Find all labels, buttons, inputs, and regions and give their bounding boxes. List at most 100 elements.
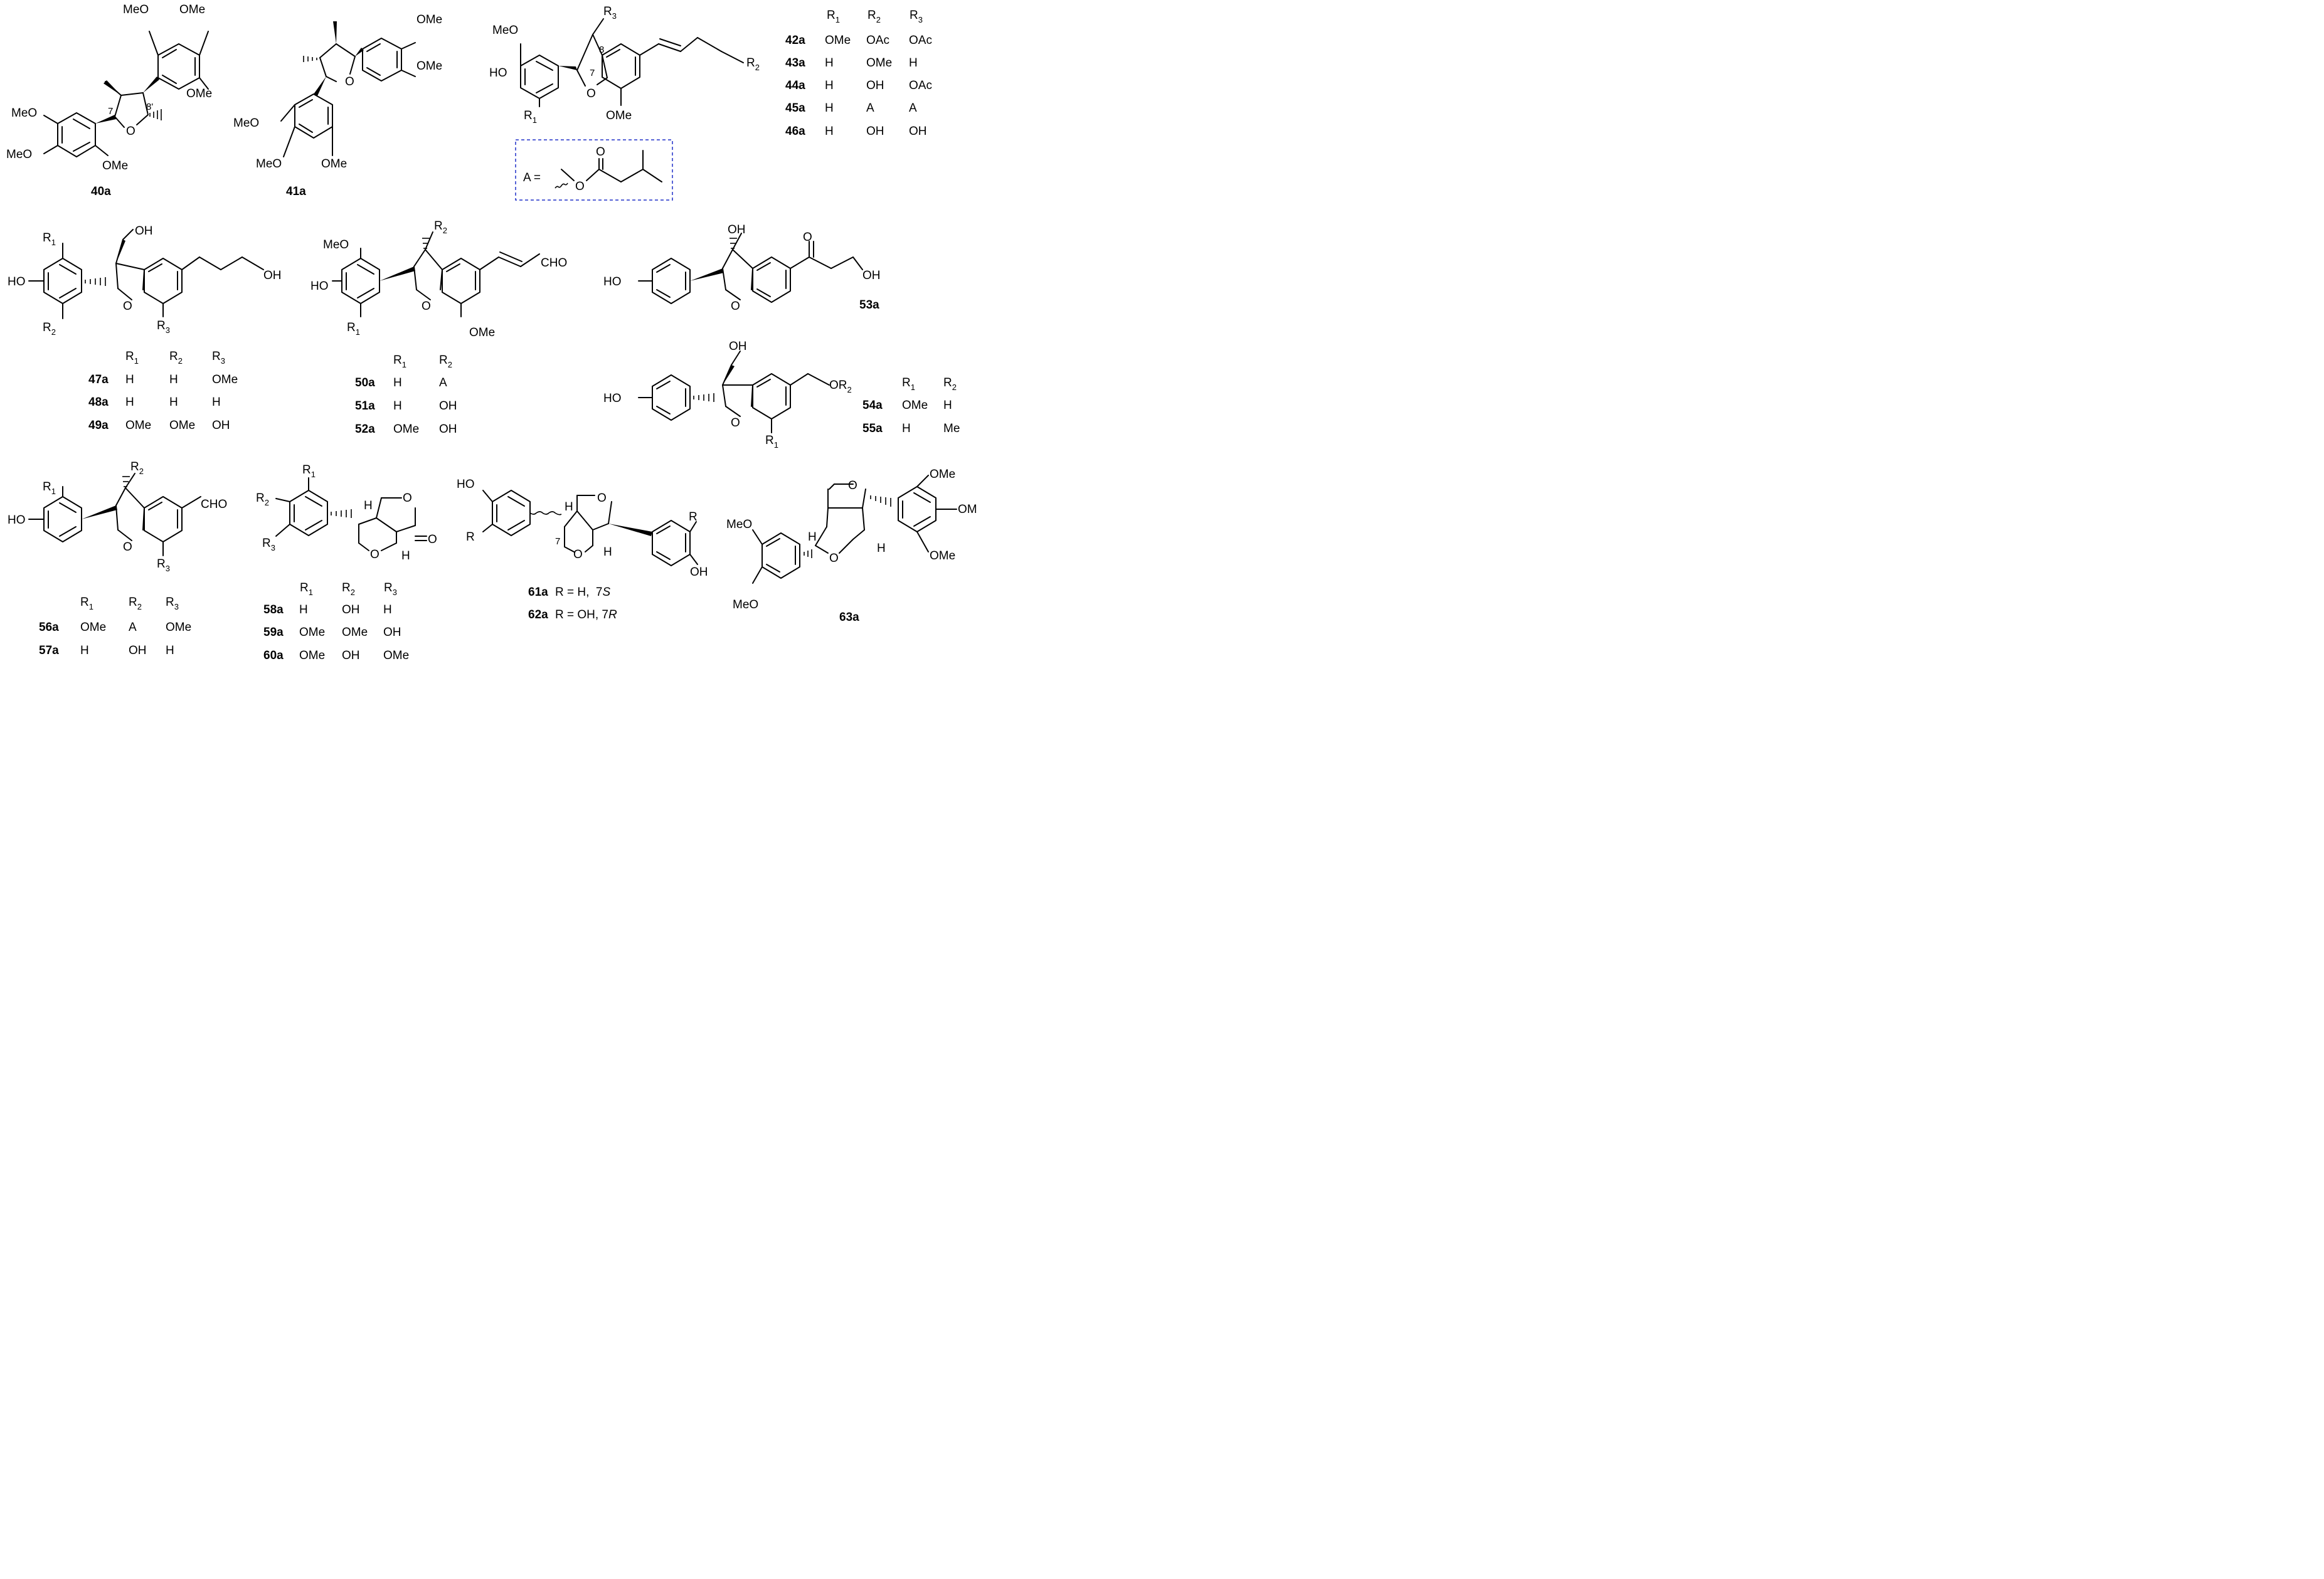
svg-text:R1: R1 xyxy=(393,354,406,369)
svg-text:OMe: OMe xyxy=(299,626,325,639)
compound-61a-62a: HO R R OH O O H H 7 61a R = H, 7S 62a R … xyxy=(457,478,708,621)
compound-label: 41a xyxy=(286,185,306,198)
svg-text:OH: OH xyxy=(439,423,457,436)
table-header: R1 R2 xyxy=(393,354,452,369)
svg-text:59a: 59a xyxy=(263,626,284,639)
atom-label: MeO xyxy=(233,117,259,130)
table-header: R1 R2 R3 xyxy=(827,9,923,24)
svg-text:H: H xyxy=(825,79,834,92)
svg-text:OMe: OMe xyxy=(299,649,325,662)
compound-label: 63a xyxy=(839,611,859,624)
position-label: 8 xyxy=(599,45,604,55)
svg-text:R1: R1 xyxy=(125,350,139,366)
atom-label: OH xyxy=(729,340,747,353)
substituent-r1: R1 xyxy=(43,480,56,496)
svg-text:44a: 44a xyxy=(785,79,805,92)
svg-text:H: H xyxy=(909,56,918,70)
substituent-r1: R1 xyxy=(43,231,56,247)
compound-41a: OMe OMe O MeO MeO OMe 41a xyxy=(233,13,442,198)
svg-text:OMe: OMe xyxy=(212,373,238,386)
table-row: 47a H H OMe xyxy=(88,373,238,386)
ring-oxygen: O xyxy=(422,300,431,313)
table-row: 60a OMe OH OMe xyxy=(263,649,409,662)
atom-label: OH xyxy=(862,269,881,282)
svg-text:OMe: OMe xyxy=(80,621,106,634)
atom-label: OMe xyxy=(102,159,128,172)
atom-label: MeO xyxy=(323,238,349,251)
svg-text:H: H xyxy=(212,396,221,409)
position-label: 7 xyxy=(555,536,560,547)
atom-label: MeO xyxy=(6,148,32,161)
svg-text:OH: OH xyxy=(866,125,884,138)
svg-text:R1: R1 xyxy=(80,596,93,611)
ring-hydrogen: H xyxy=(808,531,817,544)
svg-text:R2: R2 xyxy=(868,9,881,24)
svg-text:H: H xyxy=(943,399,952,412)
svg-text:47a: 47a xyxy=(88,373,109,386)
substituent-r3: R3 xyxy=(157,319,170,335)
svg-text:H: H xyxy=(825,102,834,115)
table-header: R1 R2 R3 xyxy=(300,581,397,597)
svg-text:R3: R3 xyxy=(910,9,923,24)
svg-text:OH: OH xyxy=(383,626,401,639)
svg-text:A: A xyxy=(129,621,137,634)
ring-oxygen: O xyxy=(370,548,379,561)
table-row: 52a OMe OH xyxy=(355,423,457,436)
substituent-table-58a-60a: R1 R2 R3 58a H OH H 59a OMe OMe OH 60a O… xyxy=(263,581,409,662)
substituent-r1: R1 xyxy=(347,321,360,337)
svg-text:55a: 55a xyxy=(862,422,883,435)
atom-label: OMe xyxy=(417,60,442,73)
compound-40a: MeO MeO OMe MeO OMe OMe O 7 8' 40a xyxy=(6,3,212,198)
ring-oxygen: O xyxy=(573,548,583,561)
compound-58a-60a: R1 R2 R3 H H O O O xyxy=(256,463,437,562)
svg-text:H: H xyxy=(393,399,402,413)
svg-text:OMe: OMe xyxy=(166,621,191,634)
svg-text:R1: R1 xyxy=(827,9,840,24)
svg-text:OH: OH xyxy=(342,603,360,616)
atom-label: HO xyxy=(8,514,26,527)
compound-54a-55a: OH HO O OR2 R1 xyxy=(603,340,852,450)
svg-text:H: H xyxy=(902,422,911,435)
table-row: 50a H A xyxy=(355,376,447,389)
svg-text:OMe: OMe xyxy=(383,649,409,662)
compound-56a-57a: R1 HO R2 O CHO R3 xyxy=(8,460,227,573)
svg-text:R2: R2 xyxy=(943,376,957,392)
table-header: R1 R2 R3 xyxy=(80,596,179,611)
svg-text:A: A xyxy=(909,102,917,115)
table-row: 43a H OMe H xyxy=(785,56,918,70)
svg-text:48a: 48a xyxy=(88,396,109,409)
substituent-r1: R1 xyxy=(302,463,316,479)
atom-label: MeO xyxy=(733,598,758,611)
atom-label: OMe xyxy=(930,468,955,481)
svg-text:56a: 56a xyxy=(39,621,59,634)
svg-text:OMe: OMe xyxy=(125,419,151,432)
svg-text:OMe: OMe xyxy=(825,34,851,47)
group-a-definition: A = O O xyxy=(515,139,673,201)
svg-text:R3: R3 xyxy=(166,596,179,611)
substituent-r3: R3 xyxy=(157,557,170,573)
position-label: 7 xyxy=(108,106,113,117)
wavy-bond xyxy=(529,511,562,515)
svg-text:H: H xyxy=(169,396,178,409)
svg-text:61a: 61a xyxy=(528,586,548,599)
atom-label: HO xyxy=(603,275,622,288)
svg-text:57a: 57a xyxy=(39,644,59,657)
substituent-table-50a-52a: R1 R2 50a H A 51a H OH 52a OMe OH xyxy=(355,354,457,436)
compound-50a-52a: MeO HO R1 R2 O OMe CHO xyxy=(310,219,567,339)
compound-42a-46a: MeO HO R1 R3 R2 O OMe 7 8 xyxy=(489,5,760,125)
substituent-table-54a-55a: R1 R2 54a OMe H 55a H Me xyxy=(862,376,960,435)
svg-text:46a: 46a xyxy=(785,125,805,138)
table-row: 56a OMe A OMe xyxy=(39,621,191,634)
svg-text:51a: 51a xyxy=(355,399,375,413)
atom-label: HO xyxy=(603,392,622,405)
atom-label: HO xyxy=(489,66,507,80)
atom-label: OMe xyxy=(930,549,955,562)
svg-text:49a: 49a xyxy=(88,419,109,432)
atom-label: HO xyxy=(8,275,26,288)
substituent-r2: R2 xyxy=(256,492,269,507)
svg-text:H: H xyxy=(169,373,178,386)
substituent-r2: R2 xyxy=(43,321,56,337)
svg-text:OH: OH xyxy=(909,125,927,138)
table-row: 44a H OH OAc xyxy=(785,79,932,92)
atom-label: MeO xyxy=(726,518,752,531)
